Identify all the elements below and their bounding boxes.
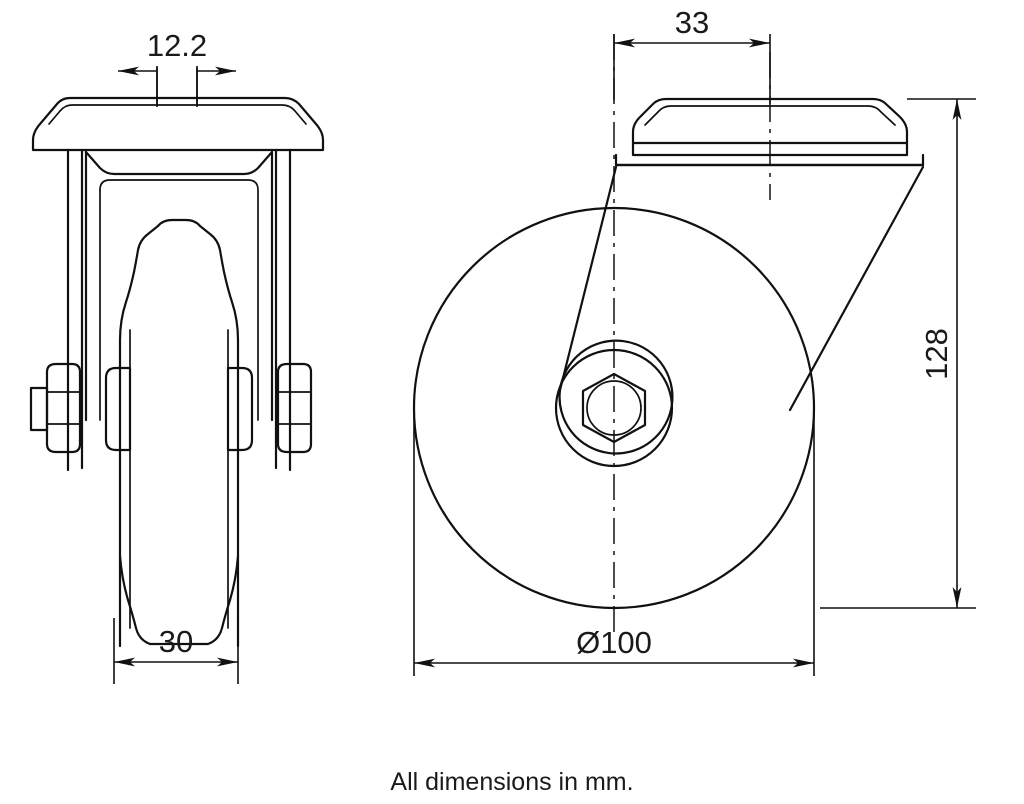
front-axle-nut-right [276, 362, 313, 454]
side-hub-eye [554, 348, 674, 468]
dimension-label-stem-width: 12.2 [147, 28, 207, 63]
side-top-plate [614, 97, 925, 167]
front-hub [104, 366, 254, 452]
front-wheel-profile [118, 218, 240, 648]
dimension-wheel-diameter: Ø100 [413, 400, 815, 676]
dimension-wheel-width: 30 [113, 618, 239, 684]
front-fork-bracket [84, 150, 274, 422]
units-caption: All dimensions in mm. [390, 768, 633, 796]
dimension-label-swivel-offset: 33 [675, 5, 709, 40]
dimension-swivel-offset: 33 [613, 5, 771, 104]
side-view: 33 [412, 5, 976, 676]
front-fork-rails [66, 148, 292, 472]
dimension-stem-width: 12.2 [118, 28, 236, 107]
side-axle-hex-nut [581, 372, 647, 444]
dimension-label-wheel-diameter: Ø100 [576, 625, 652, 660]
dimension-overall-height: 128 [820, 98, 976, 609]
front-top-plate [31, 96, 325, 152]
dimension-label-wheel-width: 30 [159, 624, 193, 659]
front-axle-bolt-left [29, 362, 82, 454]
dimension-label-overall-height: 128 [919, 328, 954, 380]
front-view: 12.2 [29, 28, 325, 684]
